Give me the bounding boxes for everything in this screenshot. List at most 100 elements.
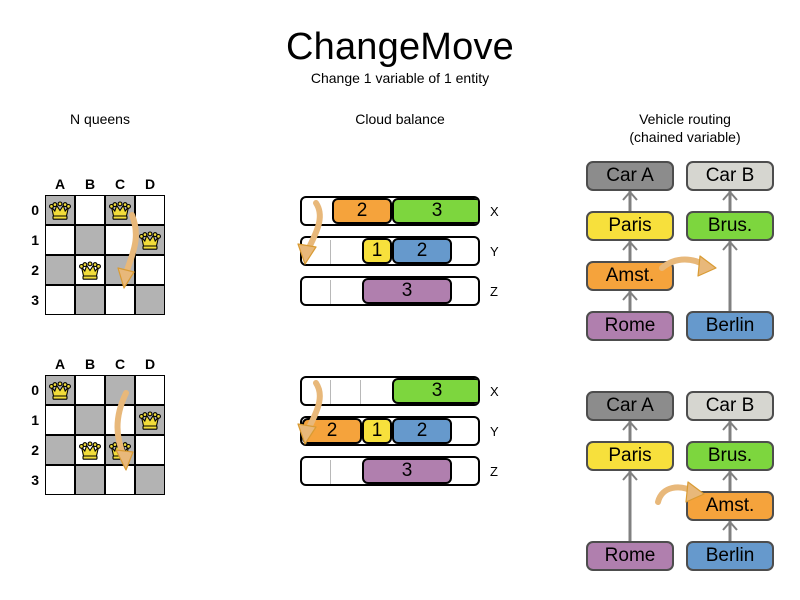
cloud-process[interactable]: 3: [392, 378, 478, 404]
cloud-process[interactable]: 1: [362, 238, 392, 264]
cloud-computer-bar: 3: [300, 376, 480, 406]
board-cell: [105, 375, 135, 405]
board-cell: [45, 435, 75, 465]
board-cell: [75, 405, 105, 435]
board-cell: [45, 255, 75, 285]
vrp-chain-link: [722, 520, 738, 541]
board-file-label: D: [144, 356, 156, 372]
board-cell: [45, 405, 75, 435]
vrp-customer-node[interactable]: Paris: [586, 441, 674, 471]
queen-piece: [105, 435, 135, 465]
board-rank-label: 2: [31, 262, 39, 278]
board-rank-label: 0: [31, 382, 39, 398]
board-file-label: A: [54, 356, 66, 372]
vrp-customer-node[interactable]: Berlin: [686, 311, 774, 341]
page-subtitle: Change 1 variable of 1 entity: [310, 70, 490, 86]
cloud-unit-divider: [360, 380, 361, 404]
board-file-label: C: [114, 356, 126, 372]
cloud-process[interactable]: 3: [362, 458, 452, 484]
cloud-process[interactable]: 2: [302, 418, 362, 444]
board-cell: [75, 465, 105, 495]
vrp-vehicle-node[interactable]: Car B: [686, 161, 774, 191]
cloud-computer-label: Z: [490, 464, 498, 479]
vrp-chain-link: [622, 420, 638, 441]
cloud-process[interactable]: 2: [392, 238, 452, 264]
board-file-label: D: [144, 176, 156, 192]
cloud-process[interactable]: 3: [392, 198, 478, 224]
cloud-process[interactable]: 1: [362, 418, 392, 444]
board-file-label: B: [84, 176, 96, 192]
board-cell: [75, 225, 105, 255]
column-title-vehiclerouting-line1: Vehicle routing: [639, 111, 731, 127]
board-rank-label: 2: [31, 442, 39, 458]
vrp-chain-link: [722, 190, 738, 211]
board-cell: [75, 285, 105, 315]
queen-piece: [45, 375, 75, 405]
queen-piece: [105, 195, 135, 225]
vrp-customer-node[interactable]: Brus.: [686, 211, 774, 241]
board-cell: [105, 405, 135, 435]
vrp-customer-node[interactable]: Amst.: [686, 491, 774, 521]
vrp-customer-node[interactable]: Amst.: [586, 261, 674, 291]
queen-piece: [135, 405, 165, 435]
board-cell: [45, 225, 75, 255]
board-cell: [135, 285, 165, 315]
vrp-chain-link: [622, 190, 638, 211]
board-cell: [135, 255, 165, 285]
cloud-computer-bar: 3: [300, 276, 480, 306]
board-cell: [45, 285, 75, 315]
vrp-customer-node[interactable]: Berlin: [686, 541, 774, 571]
queen-piece: [135, 225, 165, 255]
cloud-computer-bar: 3: [300, 456, 480, 486]
board-cell: [135, 435, 165, 465]
vrp-chain-link: [622, 240, 638, 261]
board-file-label: A: [54, 176, 66, 192]
board-rank-label: 3: [31, 292, 39, 308]
vrp-customer-node[interactable]: Rome: [586, 541, 674, 571]
board-cell: [75, 195, 105, 225]
board-cell: [105, 465, 135, 495]
vrp-customer-node[interactable]: Paris: [586, 211, 674, 241]
cloud-process[interactable]: 2: [392, 418, 452, 444]
cloud-process[interactable]: 2: [332, 198, 392, 224]
board-file-label: C: [114, 176, 126, 192]
board-rank-label: 3: [31, 472, 39, 488]
board-file-label: B: [84, 356, 96, 372]
cloud-unit-divider: [330, 460, 331, 484]
vrp-vehicle-node[interactable]: Car A: [586, 391, 674, 421]
vrp-vehicle-node[interactable]: Car B: [686, 391, 774, 421]
cloud-process[interactable]: 3: [362, 278, 452, 304]
vrp-vehicle-node[interactable]: Car A: [586, 161, 674, 191]
board-cell: [105, 255, 135, 285]
vrp-chain-link: [722, 470, 738, 491]
board-rank-label: 0: [31, 202, 39, 218]
cloud-unit-divider: [330, 280, 331, 304]
queen-piece: [45, 195, 75, 225]
vrp-chain-link: [722, 240, 738, 311]
vrp-chain-link: [722, 420, 738, 441]
vrp-customer-node[interactable]: Rome: [586, 311, 674, 341]
cloud-computer-label: X: [490, 204, 499, 219]
vrp-customer-node[interactable]: Brus.: [686, 441, 774, 471]
board-rank-label: 1: [31, 232, 39, 248]
cloud-unit-divider: [330, 240, 331, 264]
column-title-nqueens: N queens: [70, 111, 130, 127]
board-cell: [135, 465, 165, 495]
board-cell: [105, 285, 135, 315]
page-title: ChangeMove: [285, 26, 515, 68]
cloud-computer-label: X: [490, 384, 499, 399]
cloud-computer-label: Y: [490, 424, 499, 439]
board-rank-label: 1: [31, 412, 39, 428]
cloud-unit-divider: [330, 380, 331, 404]
board-cell: [135, 375, 165, 405]
board-cell: [135, 195, 165, 225]
cloud-computer-label: Y: [490, 244, 499, 259]
board-cell: [75, 375, 105, 405]
queen-piece: [75, 435, 105, 465]
column-title-cloudbalance: Cloud balance: [355, 111, 445, 127]
column-title-vehiclerouting-line2: (chained variable): [629, 129, 741, 145]
